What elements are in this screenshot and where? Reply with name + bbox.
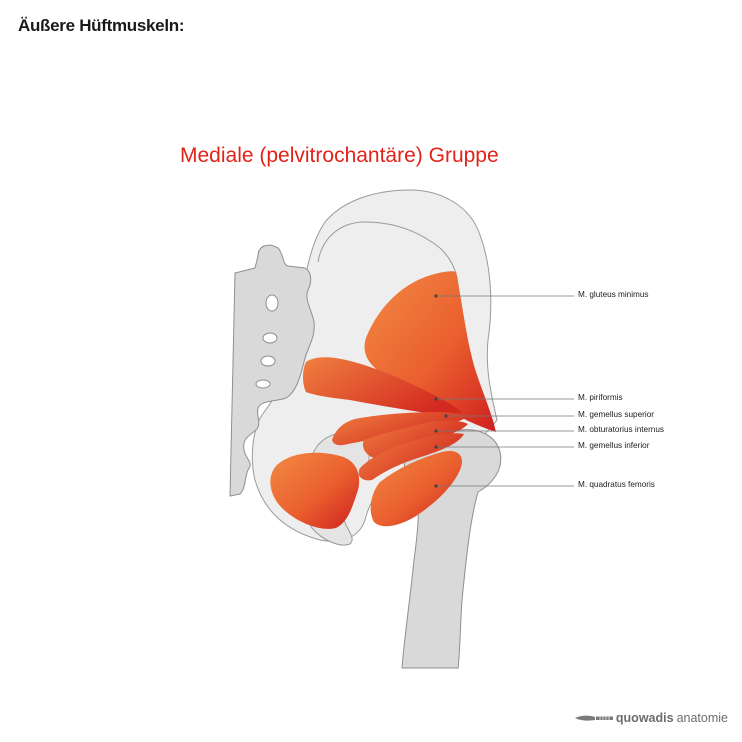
- brand-name-regular: anatomie: [676, 711, 728, 725]
- leader-dots: [434, 294, 448, 488]
- ilium-rim: [317, 221, 459, 301]
- label-gemellus-superior: M. gemellus superior: [578, 410, 654, 419]
- page-title: Äußere Hüftmuskeln:: [18, 16, 185, 35]
- muscle-obturator-mass: [270, 452, 360, 529]
- muscle-piriformis: [303, 357, 462, 416]
- group-title: Mediale (pelvitrochantäre) Gruppe: [180, 144, 499, 167]
- label-gluteus-minimus: M. gluteus minimus: [578, 290, 649, 299]
- leader-lines: [436, 295, 574, 487]
- brand-logo: quowadis anatomie: [574, 711, 728, 725]
- sacral-foramen-2: [262, 332, 278, 344]
- scalpel-icon: [574, 715, 613, 721]
- sacrum-bone: [229, 244, 315, 497]
- brand-name-bold: quowadis: [615, 711, 674, 725]
- muscle-gemellus-inferior: [358, 433, 464, 481]
- label-obturatorius-internus: M. obturatorius internus: [578, 425, 664, 434]
- sacral-foramen-4: [255, 379, 271, 389]
- label-piriformis: M. piriformis: [578, 393, 623, 402]
- muscle-gluteus-minimus: [364, 271, 496, 432]
- label-quadratus-femoris: M. quadratus femoris: [578, 480, 655, 489]
- sacral-foramen-1: [265, 294, 279, 312]
- muscle-quadratus-femoris: [370, 450, 462, 527]
- label-gemellus-inferior: M. gemellus inferior: [578, 441, 650, 450]
- sacral-foramen-3: [260, 355, 276, 367]
- muscle-gemellus-superior: [332, 412, 466, 446]
- muscle-obturatorius-internus: [362, 420, 468, 458]
